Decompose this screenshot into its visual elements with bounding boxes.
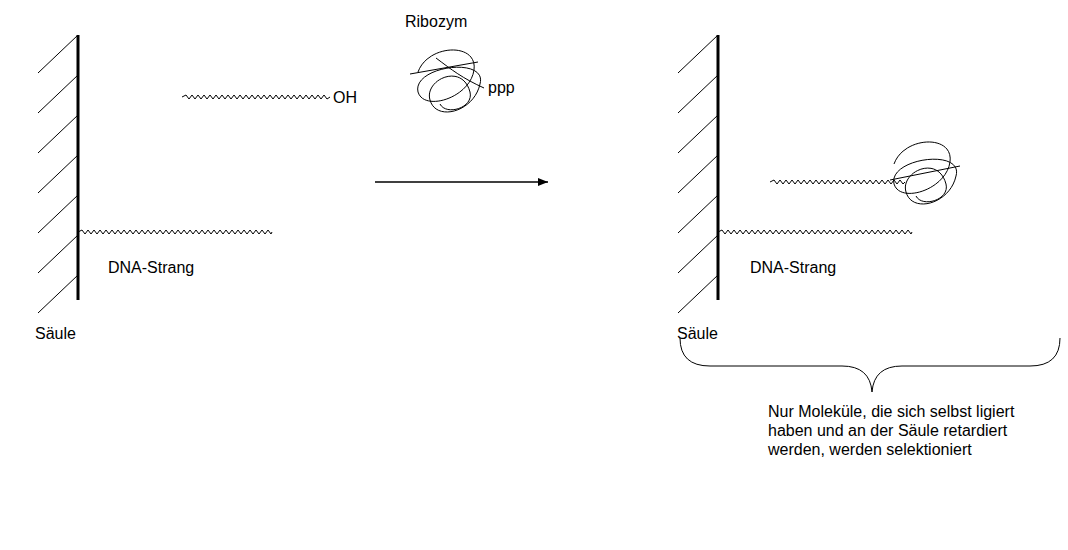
- hatch-line: [678, 195, 718, 233]
- hatch-line: [678, 275, 718, 313]
- rna-substrate-strand: [182, 95, 330, 99]
- hatch-line: [678, 115, 718, 153]
- dna-strand: [78, 230, 272, 234]
- note-text: Nur Moleküle, die sich selbst ligiert ha…: [768, 402, 1060, 460]
- hatch-line: [678, 35, 718, 73]
- end-group-label: ppp: [488, 78, 515, 97]
- column-wall: [717, 35, 720, 300]
- hatch-line: [38, 75, 78, 113]
- ribozyme-scribble: [410, 50, 484, 112]
- hatch-line: [38, 235, 78, 273]
- hatch-line: [678, 75, 718, 113]
- column-label: Säule: [677, 324, 718, 343]
- column-hatching: [678, 35, 718, 313]
- hatch-line: [38, 115, 78, 153]
- molecule-label: Ribozym: [405, 12, 467, 31]
- ligated-strand: [770, 180, 905, 184]
- column-label: Säule: [35, 324, 76, 343]
- ribozyme-scribble: [418, 50, 481, 112]
- column-wall: [77, 35, 80, 300]
- hatch-line: [38, 155, 78, 193]
- strand-label: DNA-Strang: [108, 258, 194, 277]
- column-hatching: [38, 35, 78, 313]
- hatch-line: [38, 35, 78, 73]
- ribozyme-tail: [436, 58, 484, 88]
- curly-brace: [680, 338, 1060, 392]
- hatch-line: [38, 195, 78, 233]
- dna-strand: [718, 230, 912, 234]
- hatch-line: [38, 275, 78, 313]
- ribozyme-scribble: [890, 166, 960, 180]
- end-group-label: OH: [333, 88, 357, 107]
- reaction-arrow: [375, 181, 548, 183]
- hatch-line: [678, 155, 718, 193]
- strand-label: DNA-Strang: [750, 258, 836, 277]
- hatch-line: [678, 235, 718, 273]
- ribozyme-scribble: [890, 142, 960, 204]
